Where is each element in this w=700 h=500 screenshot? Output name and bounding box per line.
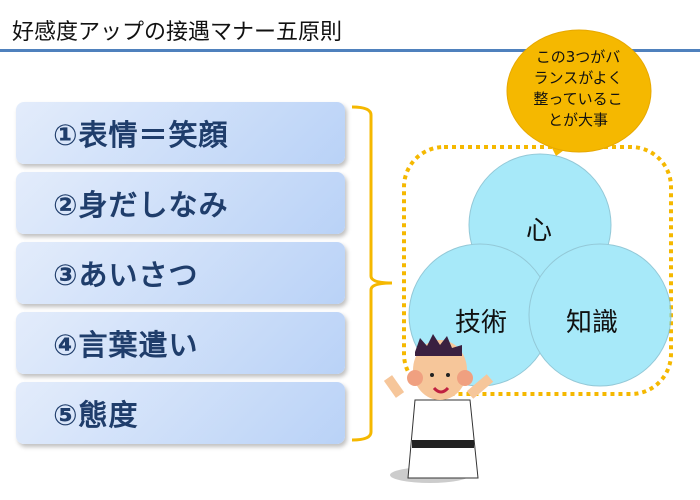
bubble-line: この3つがバ: [535, 48, 621, 66]
principle-label: ⑤態度: [53, 398, 139, 432]
principle-3: ③あいさつ: [16, 242, 345, 304]
principle-2: ②身だしなみ: [16, 172, 345, 234]
bracket: [351, 105, 393, 442]
judo-character-illustration: [383, 334, 494, 483]
principle-label: ②身だしなみ: [53, 188, 229, 222]
principle-1: ①表情＝笑顔: [16, 102, 345, 164]
venn-label-knowledge: 知識: [566, 308, 619, 338]
principle-4: ④言葉遣い: [16, 312, 345, 374]
bubble-line: とが大事: [547, 111, 608, 129]
venn-label-skill: 技術: [455, 308, 508, 338]
bubble: [506, 29, 652, 156]
principle-label: ④言葉遣い: [53, 328, 199, 362]
venn-circle-right: [528, 243, 672, 387]
bubble-line: ランスがよく: [533, 69, 623, 87]
venn-label-heart: 心: [526, 216, 553, 246]
title-divider: [0, 49, 700, 52]
slide-title: 好感度アップの接遇マナー五原則: [12, 20, 343, 45]
principle-5: ⑤態度: [16, 382, 345, 444]
principle-label: ①表情＝笑顔: [53, 118, 229, 152]
bubble-line: 整っているこ: [533, 90, 623, 108]
principle-label: ③あいさつ: [53, 258, 199, 292]
bubble-text: この3つがバ ランスがよく 整っているこ とが大事: [512, 47, 644, 131]
